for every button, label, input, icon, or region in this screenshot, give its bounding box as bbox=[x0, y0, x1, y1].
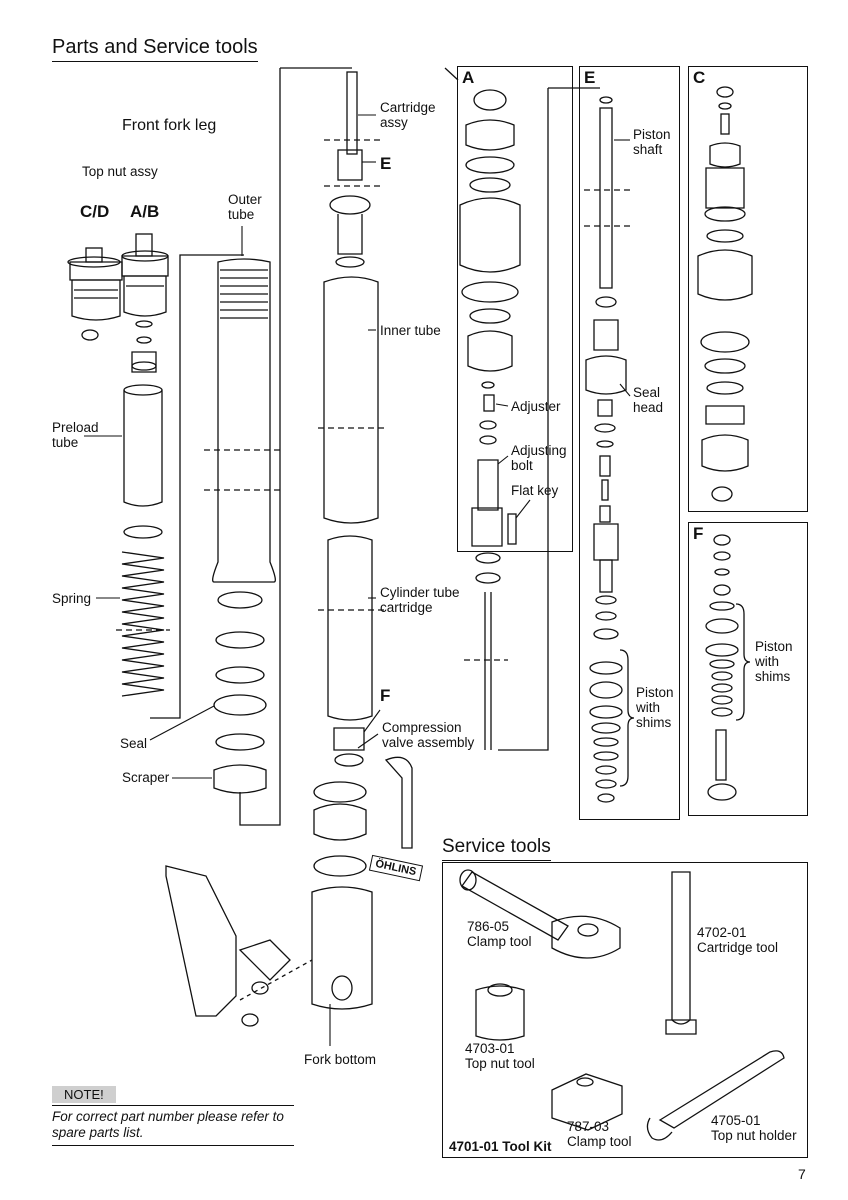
box-e-letter: E bbox=[584, 68, 596, 87]
front-fork-heading: Front fork leg bbox=[122, 117, 217, 134]
box-f-letter: F bbox=[693, 524, 704, 543]
preload-tube-drawing bbox=[123, 384, 163, 539]
fork-bottom-drawing bbox=[165, 756, 413, 1027]
box-c-letter: C bbox=[693, 68, 706, 87]
top-nut-cd-drawing bbox=[67, 247, 123, 341]
box-a-letter: A bbox=[462, 68, 475, 87]
spring-label: Spring bbox=[52, 591, 92, 606]
service-tools-heading: Service tools bbox=[442, 836, 551, 861]
box-a-drawing bbox=[459, 89, 521, 750]
scraper-label: Scraper bbox=[122, 770, 170, 785]
spring-drawing bbox=[116, 551, 170, 697]
top-nut-assy-label: Top nut assy bbox=[82, 164, 158, 179]
bracket-lines bbox=[150, 67, 600, 826]
adjuster-label: Adjuster bbox=[511, 399, 561, 414]
box-c: C bbox=[688, 66, 808, 512]
page-number: 7 bbox=[798, 1166, 806, 1182]
cd-label: C/D bbox=[80, 202, 110, 221]
e-marker: E bbox=[380, 154, 392, 173]
outer-tube-drawing bbox=[204, 258, 280, 794]
seal-label: Seal bbox=[120, 736, 148, 751]
page-title: Parts and Service tools bbox=[52, 36, 258, 62]
top-nut-ab-drawing bbox=[121, 233, 169, 373]
box-c-drawing bbox=[697, 86, 753, 502]
box-f-drawing bbox=[705, 534, 751, 801]
service-tools-drawing bbox=[459, 869, 785, 1141]
box-e-drawing bbox=[584, 96, 635, 803]
fork-bottom-label: Fork bottom bbox=[304, 1052, 377, 1067]
tool-kit-label: 4701-01 Tool Kit bbox=[449, 1139, 552, 1154]
note-block: NOTE! For correct part number please ref… bbox=[52, 1086, 294, 1146]
note-label: NOTE! bbox=[52, 1086, 116, 1103]
inner-tube-label: Inner tube bbox=[380, 323, 441, 338]
ab-label: A/B bbox=[130, 202, 160, 221]
flat-key-label: Flat key bbox=[511, 483, 559, 498]
cartridge-drawing bbox=[318, 71, 384, 767]
f-marker: F bbox=[380, 686, 391, 705]
